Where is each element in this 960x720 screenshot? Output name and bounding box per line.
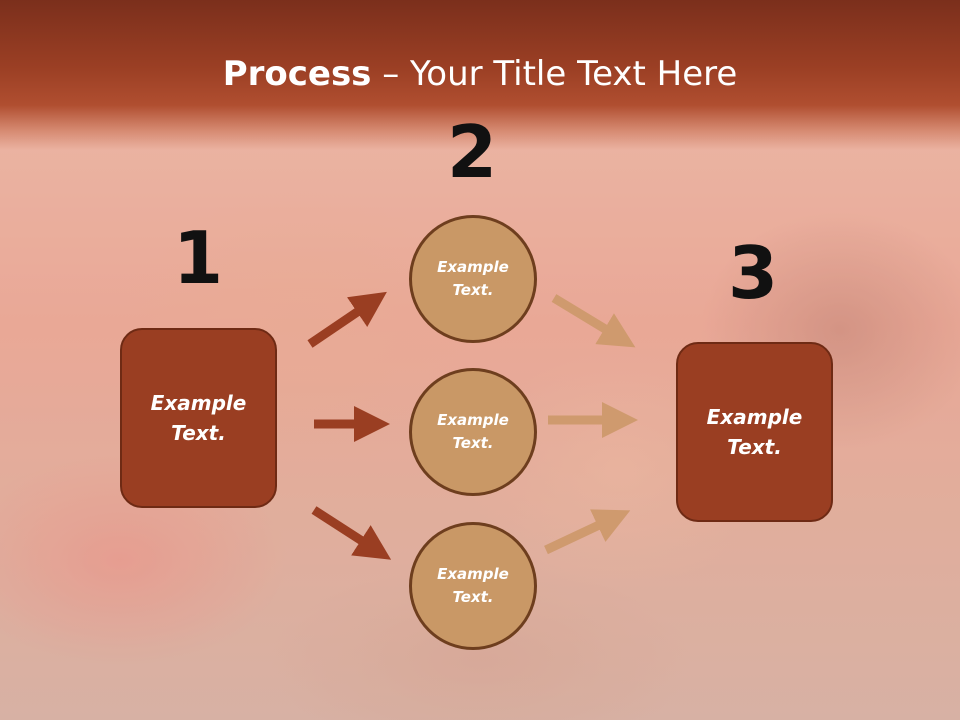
title-bar [0, 0, 960, 150]
step-2-circle-bottom-text: Example Text. [437, 565, 509, 606]
step-number-2: 2 [446, 110, 498, 194]
step-3-box: Example Text. [676, 342, 833, 522]
step-2-circle-top: Example Text. [409, 215, 537, 343]
step-2-circle-middle-text: Example Text. [437, 411, 509, 452]
step-number-3: 3 [727, 231, 779, 315]
step-2-circle-top-text: Example Text. [437, 258, 509, 299]
step-1-text: Example Text. [150, 391, 247, 445]
slide-title: Process – Your Title Text Here [0, 52, 960, 96]
arrow-bottom-to-3 [544, 509, 631, 555]
title-bold: Process [222, 54, 372, 94]
arrow-top-to-3 [551, 294, 636, 348]
step-2-circle-bottom: Example Text. [409, 522, 537, 650]
step-1-box: Example Text. [120, 328, 277, 508]
arrow-1-to-top [307, 291, 387, 348]
step-number-1: 1 [172, 216, 224, 300]
arrow-1-to-bottom [311, 506, 392, 560]
title-rest: – Your Title Text Here [371, 54, 738, 94]
step-2-circle-middle: Example Text. [409, 368, 537, 496]
step-3-text: Example Text. [706, 405, 803, 459]
